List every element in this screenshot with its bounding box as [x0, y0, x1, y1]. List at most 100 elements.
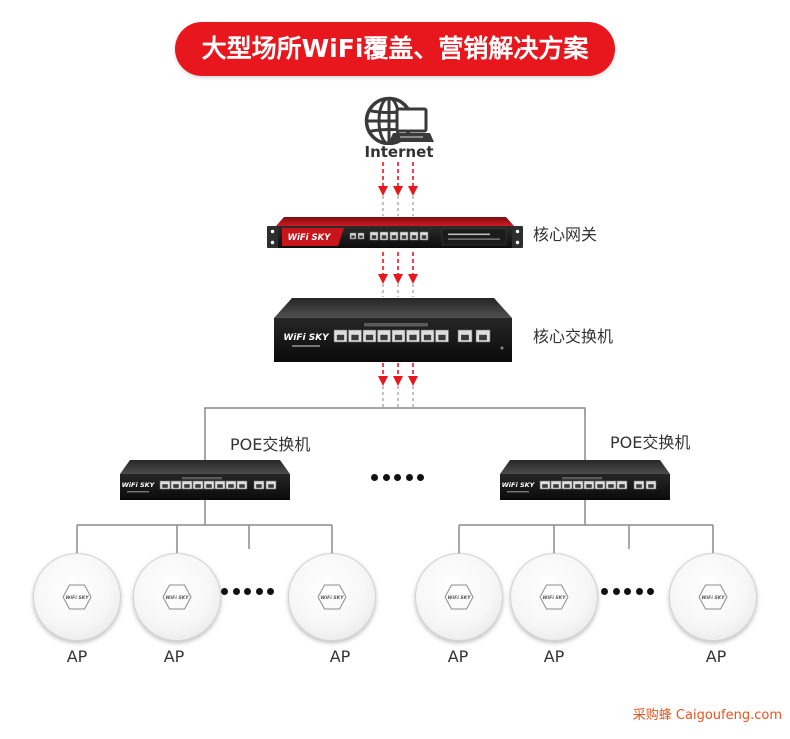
- core-switch-model-line: [292, 345, 320, 347]
- ellipsis-dot: [417, 474, 424, 481]
- ap-hex-logo: WiFi SKY: [162, 584, 192, 610]
- ap-brand-logo: WiFi SKY: [701, 595, 725, 601]
- access-point: WiFi SKY: [415, 553, 503, 641]
- ellipsis-dot: [221, 588, 228, 595]
- rack-screw-hole: [515, 240, 520, 245]
- poe-switch-port-socket: [239, 484, 245, 488]
- hexagon-icon: [444, 584, 474, 610]
- ap-brand-logo: WiFi SKY: [320, 595, 344, 601]
- poe-switch-ports: [539, 480, 628, 490]
- ellipsis-dot: [371, 474, 378, 481]
- core-switch-port-socket: [423, 334, 432, 341]
- rack-ear: [267, 226, 278, 248]
- ap-hex-logo: WiFi SKY: [539, 584, 569, 610]
- poe-switch-port-socket: [564, 484, 570, 488]
- ap-brand-logo: WiFi SKY: [65, 595, 89, 601]
- ellipsis-dot: [394, 474, 401, 481]
- gateway-lan-port-socket: [421, 235, 427, 239]
- arrow-head: [393, 186, 403, 196]
- poe-switch-port-socket: [184, 484, 190, 488]
- core-gateway-label: 核心网关: [533, 225, 598, 244]
- ellipsis-dot: [244, 588, 251, 595]
- core-switch-sfp-ports: [457, 329, 491, 343]
- poe-switch-uplink-port-socket: [268, 484, 274, 488]
- poe-switch-uplink-ports: [253, 480, 277, 490]
- rack-screw-hole: [270, 240, 275, 245]
- poe-switch-port-socket: [173, 484, 179, 488]
- more-aps-ellipsis: [601, 588, 654, 595]
- poe-switch-port-socket: [206, 484, 212, 488]
- ap-label: AP: [163, 647, 185, 666]
- arrow-head: [378, 274, 388, 284]
- poe-switch-port-socket: [217, 484, 223, 488]
- more-switches-ellipsis: [371, 474, 424, 481]
- hexagon-icon: [317, 584, 347, 610]
- poe-switch-port-socket: [162, 484, 168, 488]
- ellipsis-dot: [382, 474, 390, 481]
- gateway-rack-ear-right: [512, 226, 523, 248]
- core-gateway-device: WiFi SKY: [267, 217, 523, 248]
- gateway-rack-ear-left: [267, 226, 278, 248]
- ellipsis-dot: [635, 588, 643, 595]
- uplink-arrows: [378, 162, 418, 408]
- gateway-lan-port-socket: [401, 235, 407, 239]
- arrow-head: [378, 376, 388, 386]
- poe-switch-port-socket: [619, 484, 625, 488]
- poe-switch-right: WiFi SKY: [500, 460, 670, 500]
- access-point: WiFi SKY: [288, 553, 376, 641]
- poe-switch-brand-logo: WiFi SKY: [502, 481, 536, 489]
- core-switch-sfp-port-socket: [461, 334, 469, 341]
- ap-hex-logo: WiFi SKY: [444, 584, 474, 610]
- core-switch-port-socket: [438, 334, 446, 341]
- rack-screw-hole: [270, 229, 275, 234]
- ap-label: AP: [329, 647, 351, 666]
- poe-switch-right-label: POE交换机: [610, 433, 691, 452]
- poe-switch-port-socket: [228, 484, 234, 488]
- gateway-lan-ports: [369, 231, 429, 241]
- poe-switch-port-socket: [553, 484, 559, 488]
- title-banner: 大型场所WiFi覆盖、营销解决方案: [175, 22, 615, 76]
- poe-switch-uplink-port-socket: [636, 484, 642, 488]
- ellipsis-dot: [255, 588, 263, 595]
- gateway-lan-port-socket: [411, 235, 417, 239]
- gateway-usb-port-socket: [351, 235, 355, 239]
- ap-label: AP: [447, 647, 469, 666]
- internet-label: Internet: [364, 143, 434, 161]
- hexagon-icon: [539, 584, 569, 610]
- globe-laptop-icon: [364, 96, 434, 145]
- poe-switch-port-socket: [542, 484, 548, 488]
- arrow-head: [393, 274, 403, 284]
- poe-switch-model-line: [507, 491, 529, 493]
- poe-switch-port-socket: [575, 484, 581, 488]
- ellipsis-dot: [612, 588, 620, 595]
- access-point: WiFi SKY: [669, 553, 757, 641]
- gateway-brand-logo: WiFi SKY: [288, 233, 332, 243]
- ellipsis-dot: [647, 588, 654, 595]
- ap-brand-logo: WiFi SKY: [447, 595, 471, 601]
- ellipsis-dot: [601, 588, 608, 595]
- poe-switch-port-header: [182, 477, 222, 480]
- ap-hex-logo: WiFi SKY: [698, 584, 728, 610]
- core-switch-sfp-port-socket: [479, 334, 487, 341]
- core-switch-label: 核心交换机: [533, 327, 614, 346]
- ellipsis-dot: [624, 588, 631, 595]
- site-watermark: 采购蜂 Caigoufeng.com: [632, 708, 782, 723]
- core-switch-port-socket: [409, 334, 417, 341]
- ellipsis-dot: [267, 588, 274, 595]
- laptop-keyboard: [400, 136, 423, 138]
- poe-switch-port-socket: [608, 484, 614, 488]
- hexagon-icon: [162, 584, 192, 610]
- ellipsis-dot: [405, 474, 413, 481]
- core-switch-port-socket: [336, 334, 345, 341]
- core-switch-port-socket: [394, 334, 403, 341]
- ap-label: AP: [543, 647, 565, 666]
- poe-switch-ports: [159, 480, 248, 490]
- poe-switch-uplink-port-socket: [256, 484, 262, 488]
- core-switch-port-socket: [351, 334, 359, 341]
- core-switch-brand-logo: WiFi SKY: [283, 333, 330, 343]
- arrow-head: [408, 376, 418, 386]
- gateway-usb-ports: [349, 232, 365, 240]
- ap-brand-logo: WiFi SKY: [542, 595, 566, 601]
- core-switch-power-led: [500, 346, 504, 350]
